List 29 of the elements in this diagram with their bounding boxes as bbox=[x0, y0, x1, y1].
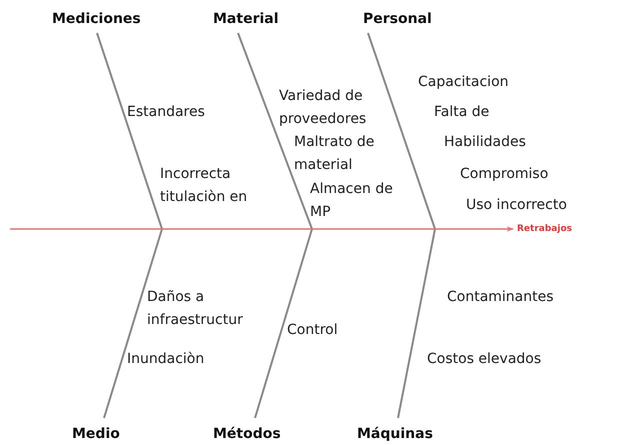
cause-text: Costos elevados bbox=[427, 350, 542, 369]
category-label: Material bbox=[213, 10, 279, 28]
cause-text: Falta de bbox=[434, 103, 490, 122]
bone-line bbox=[103, 228, 163, 418]
category-label: Métodos bbox=[213, 425, 281, 443]
spine-arrow bbox=[10, 226, 514, 232]
cause-text: Estandares bbox=[127, 103, 205, 122]
cause-text: Variedad de proveedores bbox=[279, 87, 368, 129]
cause-text: Incorrecta titulaciòn en bbox=[160, 165, 248, 207]
category-label: Medio bbox=[72, 425, 120, 443]
cause-text: Compromiso bbox=[460, 165, 548, 184]
cause-text: Habilidades bbox=[444, 133, 526, 152]
cause-text: Uso incorrecto bbox=[466, 196, 567, 215]
cause-text: Inundaciòn bbox=[127, 350, 204, 369]
cause-text: Capacitacion bbox=[418, 73, 509, 92]
category-label: Personal bbox=[363, 10, 432, 28]
cause-text: Maltrato de material bbox=[294, 133, 376, 175]
bone-line bbox=[237, 32, 313, 230]
category-label: Máquinas bbox=[357, 425, 433, 443]
cause-text: Daños a infraestructur bbox=[147, 288, 244, 330]
bone-line bbox=[254, 228, 313, 418]
bone-line bbox=[397, 228, 436, 418]
effect-label: Retrabajos bbox=[517, 223, 572, 235]
bone-line bbox=[96, 32, 163, 230]
category-label: Mediciones bbox=[52, 10, 141, 28]
cause-text: Control bbox=[287, 321, 338, 340]
bone-line bbox=[367, 32, 436, 230]
cause-text: Contaminantes bbox=[447, 288, 554, 307]
cause-text: Almacen de MP bbox=[310, 180, 394, 222]
